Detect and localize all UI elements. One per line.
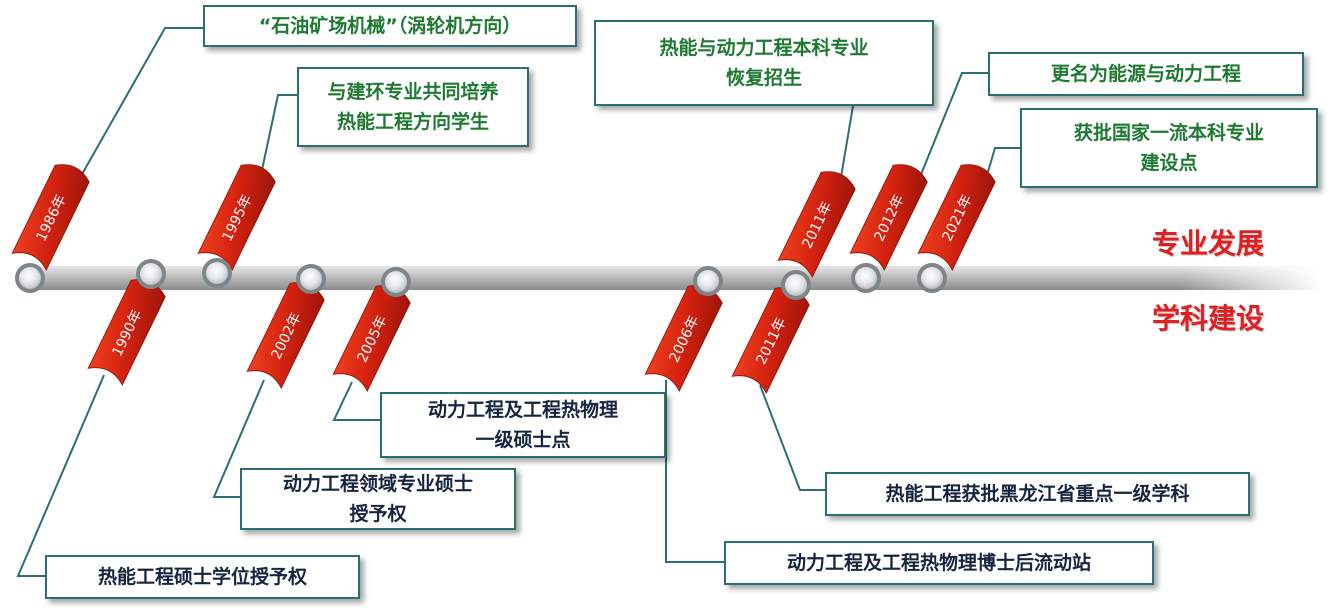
year-flag-shape bbox=[849, 164, 928, 271]
side-label-discipline-construction: 学科建设 bbox=[1152, 302, 1265, 335]
connector-line bbox=[332, 381, 380, 421]
node-center bbox=[140, 263, 162, 285]
event-box-upper: 获批国家一流本科专业 建设点 bbox=[1020, 108, 1318, 188]
year-flag: 1995年 bbox=[197, 164, 276, 271]
event-line: 动力工程及工程热物理博士后流动站 bbox=[786, 552, 1091, 574]
event-line: 动力工程及工程热物理 bbox=[427, 399, 618, 421]
connector-line bbox=[665, 380, 724, 563]
node-center bbox=[855, 267, 877, 289]
node-center bbox=[785, 274, 807, 296]
event-box-lower: 热能工程获批黑龙江省重点一级学科 bbox=[825, 472, 1250, 516]
year-flag: 2006年 bbox=[644, 285, 723, 392]
event-line: 热能工程获批黑龙江省重点一级学科 bbox=[885, 483, 1190, 505]
year-flag-shape bbox=[197, 164, 276, 271]
year-flag-shape bbox=[11, 164, 90, 271]
connector-line bbox=[76, 27, 203, 184]
connector-line bbox=[212, 379, 265, 498]
year-flag: 1990年 bbox=[87, 279, 166, 386]
timeline-node bbox=[381, 267, 411, 297]
connector-line bbox=[917, 72, 988, 183]
node-center bbox=[206, 262, 228, 284]
event-box-upper: 热能与动力工程本科专业 恢复招生 bbox=[594, 20, 934, 106]
year-flag: 2011年 bbox=[731, 287, 810, 394]
event-line: 与建环专业共同培养 bbox=[327, 81, 499, 103]
event-line: 恢复招生 bbox=[725, 67, 802, 89]
year-flag: 2012年 bbox=[849, 164, 928, 271]
node-center bbox=[19, 267, 41, 289]
timeline-node bbox=[296, 264, 326, 294]
connector-line bbox=[261, 94, 297, 171]
event-line: 获批国家一流本科专业 bbox=[1073, 122, 1264, 144]
event-line: “石油矿场机械”（涡轮机方向） bbox=[258, 15, 522, 37]
timeline-node bbox=[693, 266, 723, 296]
timeline-node bbox=[202, 258, 232, 288]
timeline-node bbox=[851, 263, 881, 293]
axis-fade bbox=[1180, 264, 1320, 292]
year-flag-shape bbox=[777, 171, 856, 278]
event-line: 一级硕士点 bbox=[475, 429, 571, 451]
year-flag-shape bbox=[917, 164, 996, 271]
node-center bbox=[300, 268, 322, 290]
event-box-lower: 动力工程领域专业硕士 授予权 bbox=[240, 468, 516, 530]
event-line: 热能工程方向学生 bbox=[336, 111, 489, 133]
event-box-lower: 动力工程及工程热物理 一级硕士点 bbox=[380, 392, 666, 458]
connector-line bbox=[759, 384, 825, 491]
side-label-major-development: 专业发展 bbox=[1152, 227, 1265, 260]
year-flag: 2005年 bbox=[332, 285, 411, 392]
timeline-node bbox=[781, 270, 811, 300]
event-line: 热能与动力工程本科专业 bbox=[659, 37, 869, 59]
event-box-upper: “石油矿场机械”（涡轮机方向） bbox=[203, 5, 577, 47]
event-box-upper: 与建环专业共同培养 热能工程方向学生 bbox=[297, 67, 529, 147]
event-box-lower: 动力工程及工程热物理博士后流动站 bbox=[724, 541, 1154, 585]
connector-line bbox=[839, 105, 854, 184]
event-line: 热能工程硕士学位授予权 bbox=[97, 566, 307, 588]
event-line: 更名为能源与动力工程 bbox=[1050, 63, 1241, 85]
node-center bbox=[385, 271, 407, 293]
event-box-upper: 更名为能源与动力工程 bbox=[988, 52, 1304, 96]
timeline-axis bbox=[28, 266, 1318, 290]
event-line: 建设点 bbox=[1140, 152, 1198, 174]
year-flag: 1986年 bbox=[11, 164, 90, 271]
event-box-lower: 热能工程硕士学位授予权 bbox=[45, 555, 360, 599]
event-line: 授予权 bbox=[349, 503, 407, 525]
timeline-node bbox=[917, 263, 947, 293]
connector-line bbox=[16, 374, 105, 577]
year-flag: 2002年 bbox=[246, 282, 325, 389]
node-center bbox=[921, 267, 943, 289]
timeline-node bbox=[15, 263, 45, 293]
event-line: 动力工程领域专业硕士 bbox=[282, 473, 473, 495]
timeline-node bbox=[136, 259, 166, 289]
connector-line bbox=[984, 147, 1020, 183]
node-center bbox=[697, 270, 719, 292]
year-flag: 2011年 bbox=[777, 171, 856, 278]
year-flag: 2021年 bbox=[917, 164, 996, 271]
